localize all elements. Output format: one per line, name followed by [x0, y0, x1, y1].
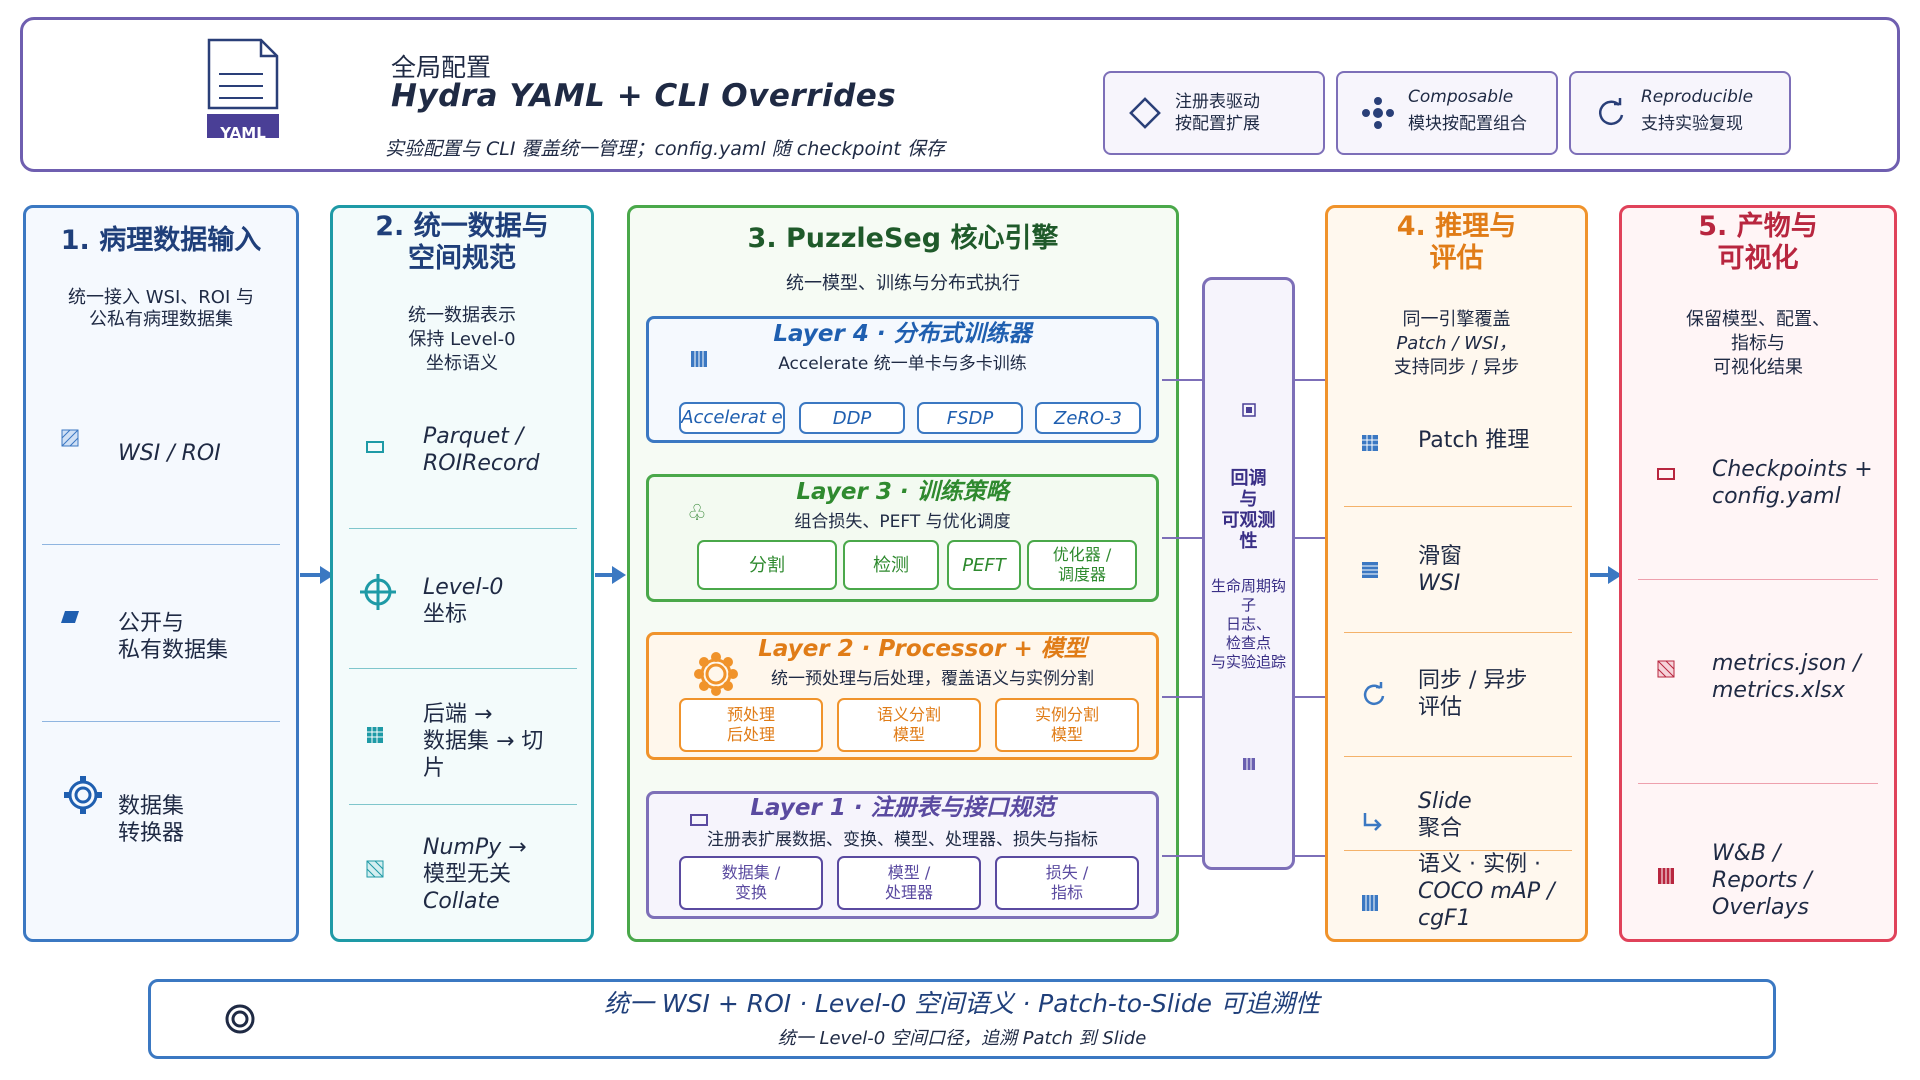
hatched-square-icon — [364, 858, 386, 880]
divider — [1344, 756, 1572, 757]
grid-icon — [1655, 865, 1677, 887]
column-artifacts: 5. 产物与 可视化 保留模型、配置、 指标与 可视化结果 Checkpoint… — [1619, 205, 1897, 942]
rectangle-icon — [364, 436, 386, 458]
feature-composable: Composable 模块按配置组合 — [1336, 71, 1558, 155]
column-inference-eval: 4. 推理与 评估 同一引擎覆盖 Patch / WSI， 支持同步 / 异步 … — [1325, 205, 1588, 942]
divider — [42, 544, 280, 545]
divider — [1344, 850, 1572, 851]
chip-detection: 检测 — [843, 540, 939, 590]
connector — [1295, 379, 1325, 381]
config-title-en: Hydra YAML + CLI Overrides — [391, 78, 897, 114]
divider — [349, 668, 577, 669]
refresh-icon — [1589, 91, 1633, 135]
grid-icon — [1359, 432, 1381, 454]
config-subtitle: 实验配置与 CLI 覆盖统一管理；config.yaml 随 checkpoin… — [385, 138, 945, 160]
target-icon — [223, 1002, 257, 1036]
square-target-icon — [1239, 400, 1259, 420]
hatched-square-icon — [59, 427, 81, 449]
return-arrow-icon — [1359, 810, 1385, 836]
column-data-spec: 2. 统一数据与 空间规范 统一数据表示 保持 Level-0 坐标语义 Par… — [330, 205, 594, 942]
chip-model-processor: 模型 / 处理器 — [837, 856, 981, 910]
grid-icon — [364, 724, 386, 746]
connector — [1295, 696, 1325, 698]
layer-2-processor-model: Layer 2 · Processor + 模型 统一预处理与后处理，覆盖语义与… — [646, 632, 1159, 760]
connector — [1162, 379, 1202, 381]
rectangle-icon — [1655, 463, 1677, 485]
config-title-cn: 全局配置 — [391, 53, 492, 82]
column-data-input: 1. 病理数据输入 统一接入 WSI、ROI 与 公私有病理数据集 WSI / … — [23, 205, 299, 942]
diamond-icon — [1123, 91, 1167, 135]
global-config-panel: YAML 全局配置 Hydra YAML + CLI Overrides 实验配… — [20, 17, 1900, 172]
chip-instance-model: 实例分割 模型 — [995, 698, 1139, 752]
parallelogram-icon — [59, 606, 81, 628]
connector — [1162, 696, 1202, 698]
connector — [1162, 537, 1202, 539]
bottom-title: 统一 WSI + ROI · Level-0 空间语义 · Patch-to-S… — [603, 989, 1321, 1018]
hatched-square-icon — [1655, 658, 1677, 680]
chip-semantic-model: 语义分割 模型 — [837, 698, 981, 752]
layer-4-distributed-trainer: Layer 4 · 分布式训练器 Accelerate 统一单卡与多卡训练 Ac… — [646, 316, 1159, 443]
flow-arrow — [595, 566, 626, 584]
divider — [1638, 783, 1878, 784]
divider — [42, 721, 280, 722]
divider — [349, 804, 577, 805]
feature-reproducible: Reproducible 支持实验复现 — [1569, 71, 1791, 155]
chip-pre-post-processing: 预处理 后处理 — [679, 698, 823, 752]
chip-loss-metric: 损失 / 指标 — [995, 856, 1139, 910]
rectangle-icon — [689, 810, 709, 830]
divider — [1344, 632, 1572, 633]
chip-zero3: ZeRO-3 — [1035, 402, 1141, 434]
divider — [349, 528, 577, 529]
feature-registry: 注册表驱动 按配置扩展 — [1103, 71, 1325, 155]
gear-icon — [63, 775, 103, 815]
bottom-subtitle: 统一 Level-0 空间口径，追溯 Patch 到 Slide — [777, 1028, 1147, 1049]
refresh-icon — [1359, 680, 1389, 710]
lines-icon — [1359, 559, 1381, 581]
callback-observability-pillar: 回调 与 可观测 性 生命周期钩 子 日志、 检查点 与实验追踪 — [1202, 277, 1295, 870]
flow-arrow — [300, 566, 334, 584]
flow-arrow — [1590, 566, 1622, 584]
traceability-bar: 统一 WSI + ROI · Level-0 空间语义 · Patch-to-S… — [148, 979, 1776, 1059]
grid-icon — [1239, 754, 1259, 774]
divider — [1344, 506, 1572, 507]
divider — [1638, 579, 1878, 580]
chip-optimizer: 优化器 / 调度器 — [1027, 540, 1137, 590]
layer-3-training-strategy: ♧ Layer 3 · 训练策略 组合损失、PEFT 与优化调度 分割 检测 P… — [646, 474, 1159, 602]
grid-icon — [689, 349, 709, 369]
gear-icon — [693, 651, 739, 697]
chip-dataset-transform: 数据集 / 变换 — [679, 856, 823, 910]
chip-ddp: DDP — [799, 402, 905, 434]
grid-icon — [1359, 892, 1381, 914]
chip-accelerate: Accelerat e — [679, 402, 785, 434]
connector — [1295, 855, 1325, 857]
chip-peft: PEFT — [947, 540, 1021, 590]
composable-icon — [1356, 91, 1400, 135]
chip-fsdp: FSDP — [917, 402, 1023, 434]
connector — [1295, 537, 1325, 539]
connector — [1162, 855, 1202, 857]
crosshair-icon — [358, 572, 398, 612]
clover-icon: ♧ — [687, 500, 707, 526]
layer-1-registry: Layer 1 · 注册表与接口规范 注册表扩展数据、变换、模型、处理器、损失与… — [646, 791, 1159, 919]
chip-segmentation: 分割 — [697, 540, 837, 590]
yaml-badge: YAML — [220, 124, 266, 142]
col1-title: 1. 病理数据输入 — [60, 225, 262, 256]
